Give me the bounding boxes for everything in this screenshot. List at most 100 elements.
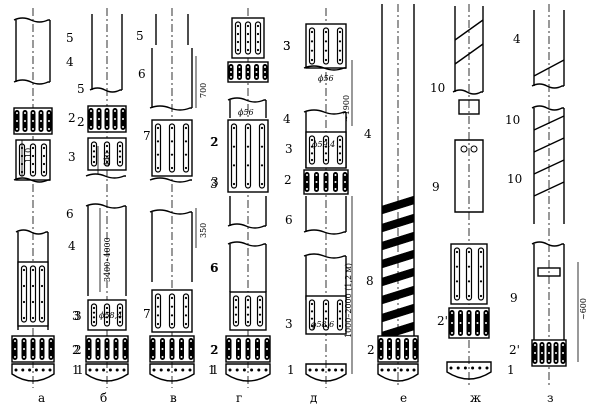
reamer-dot [190,356,192,358]
reamer-dot [266,348,268,350]
bit-cutter [181,368,185,372]
reamer-dot [106,348,108,350]
reamer-dot [405,348,408,350]
stabilizer-dot [105,311,109,314]
part-label: 3 [210,177,218,191]
bit-cutter [122,368,126,372]
reamer-dot [247,71,249,73]
reamer-dot [548,352,550,354]
stabilizer-dot [246,182,250,186]
bit-cutter [166,368,170,372]
stabilizer-slot [336,27,344,65]
stabilizer-slot [244,21,252,55]
stabilizer-dot [479,280,483,283]
reamer-dot [344,174,346,176]
stabilizer-slot [168,293,176,329]
bit-cutter [95,368,99,372]
bit-cutter [102,368,106,372]
spiral-blade [381,195,415,215]
stabilizer-dot [170,140,174,143]
break-line [227,97,266,103]
spiral-stripe [533,137,565,153]
reamer-dot [459,332,462,334]
stabilizer-dot [479,265,483,268]
reamer-dot [397,356,399,358]
reamer-dot [256,340,259,342]
reamer-dot [266,340,268,342]
part-label: 1 [208,363,216,377]
spiral-stripe [533,181,565,197]
reamer-dot [97,356,99,358]
stabilizer-dot [246,320,250,324]
reamer-dot [238,71,241,73]
reamer-dot [16,120,18,122]
stabilizer-slot [465,247,473,301]
part-label: 3 [283,39,291,53]
stabilizer-dot [118,160,122,164]
reamer-dot [485,312,487,314]
stabilizer-dot [156,296,160,300]
stabilizer-dot [258,306,262,309]
stabilizer-dot [118,320,122,324]
bit-cutter [456,366,460,370]
core-barrel [454,139,484,213]
part-label: 3 [211,175,219,189]
break-line [303,109,346,115]
part-label: 1 [72,363,80,377]
reamer-dot [306,174,308,176]
stabilizer-slot [308,27,316,65]
part-label: 2 [284,173,292,187]
dimension-d-length: 1000–2000 (1,2 м) [344,263,353,338]
spiral-blade [381,267,415,287]
column-label-z: з [547,391,554,405]
stabilizer-slot [308,299,316,331]
stabilizer-dot [105,320,109,324]
stabilizer-dot [455,265,459,268]
stabilizer-dot [170,153,174,156]
stabilizer-dot [22,268,26,272]
stabilizer-dot [324,152,328,155]
reamer-dot [152,348,154,350]
stabilizer-dot [40,300,44,304]
reamer-dot [325,181,327,183]
stabilizer-dot [92,144,96,148]
reamer-dot [315,174,318,176]
reamer-dot [334,181,337,183]
stabilizer-dot [22,284,26,288]
dimension-v-top: 700 [199,82,208,98]
reamer-dot [114,110,116,112]
reamer-dot [468,312,470,314]
bit-cutter [115,368,119,372]
reamer-dot [122,118,124,120]
stabilizer-dot [338,302,342,306]
reamer-dot [48,120,50,122]
stabilizer-dot [105,160,109,164]
spiral-stripe [454,43,484,65]
reamer-dot [180,356,183,358]
reamer-dot [562,352,564,354]
stabilizer-dot [479,294,483,298]
stabilizer-dot [324,324,328,328]
drill-bit [225,363,271,382]
stabilizer-slot [116,303,124,327]
bit-cutter [340,368,344,372]
spiral-blade [381,213,415,233]
stabilizer-slot [40,143,48,177]
bit-cutter [264,368,268,372]
barrel-hole [470,145,478,153]
stabilizer-dot [246,313,250,316]
stabilizer-dot [324,158,328,162]
stabilizer-dot [338,58,342,62]
stabilizer-slot [182,293,190,329]
stabilizer-dot [156,140,160,143]
stabilizer-dot [310,30,314,34]
part-label: 4 [66,55,74,69]
stabilizer-dot [310,317,314,320]
stabilizer-dot [170,126,174,130]
stabilizer-dot [260,182,264,186]
stabilizer-slot [154,293,162,329]
reamer-dot [180,348,183,350]
reamer-dot [16,128,18,130]
reamer-dot [562,344,564,346]
stabilizer-dot [234,313,238,316]
